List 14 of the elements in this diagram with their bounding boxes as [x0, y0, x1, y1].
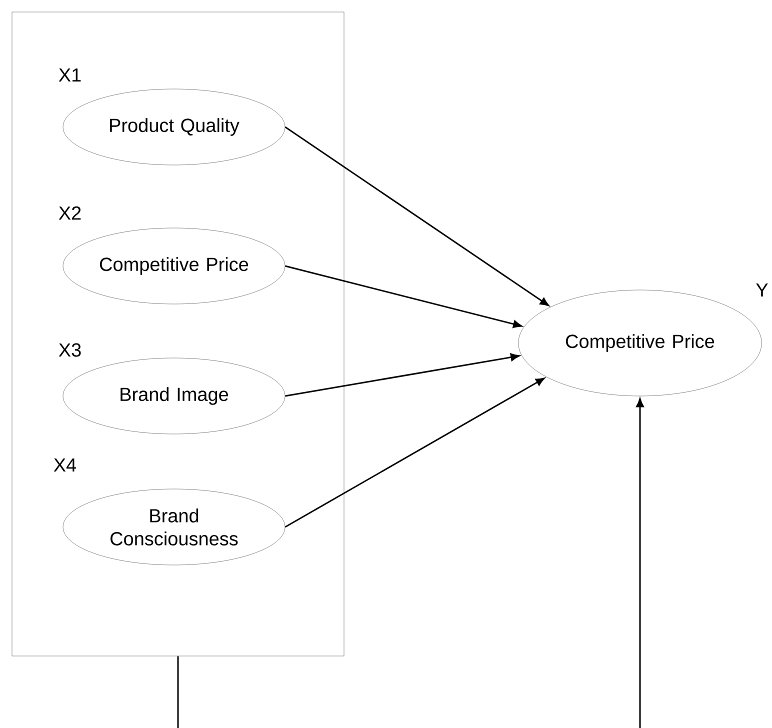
variable-label: X2	[58, 206, 81, 220]
ellipse-node: Brand Consciousness	[62, 488, 286, 566]
variable-label: X3	[58, 343, 81, 357]
arrow	[284, 126, 549, 306]
ellipse-node: Product Quality	[62, 88, 286, 166]
arrow	[284, 378, 545, 528]
variable-label: X1	[58, 68, 81, 82]
ellipse-node: Competitive Price	[62, 228, 286, 304]
variable-label: X4	[54, 458, 76, 472]
ellipse-node: Brand Image	[62, 358, 286, 434]
group-box	[12, 12, 344, 656]
arrow	[285, 353, 520, 397]
arrow	[177, 398, 644, 728]
arrow	[285, 265, 522, 328]
